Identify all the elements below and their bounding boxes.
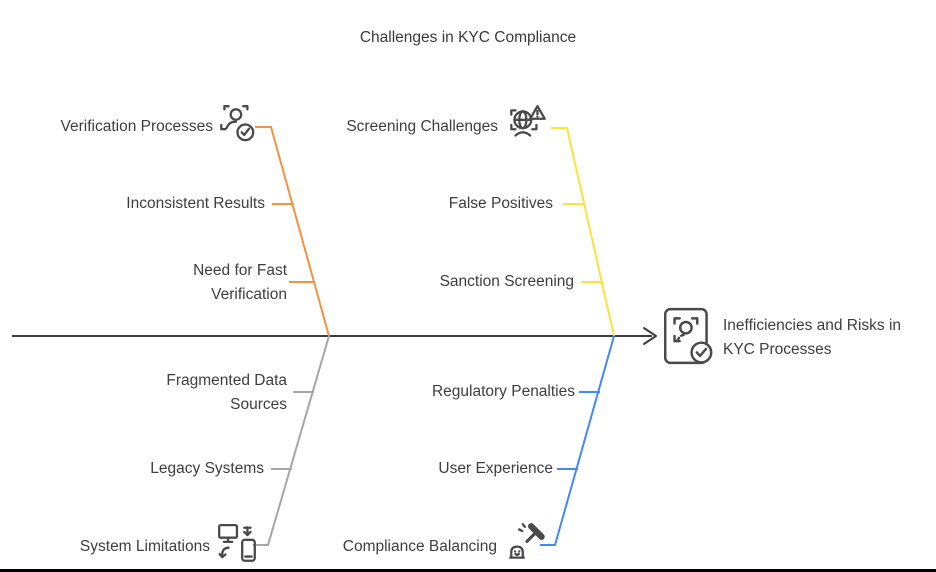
cause-label-false-positives: False Positives <box>448 194 553 212</box>
cause-label-fragmented-data-sources: Fragmented Data Sources <box>166 371 287 413</box>
gavel-icon <box>506 520 550 566</box>
branch-line-system <box>253 335 330 546</box>
branch-line-compliance <box>540 335 615 546</box>
bottom-border-line <box>0 569 936 572</box>
spine-arrowhead <box>643 327 657 345</box>
cause-label-user-experience: User Experience <box>438 459 553 477</box>
person-check-icon <box>216 102 260 148</box>
id-card-check-icon <box>662 306 716 368</box>
branch-label-verification-processes: Verification Processes <box>60 117 214 135</box>
cause-label-sanction-screening: Sanction Screening <box>439 272 574 290</box>
cause-label-regulatory-penalties: Regulatory Penalties <box>431 382 575 400</box>
globe-alert-icon <box>505 101 549 147</box>
devices-sync-icon <box>216 522 260 566</box>
effect-label: Inefficiencies and Risks in KYC Processe… <box>723 316 902 358</box>
branch-line-verification <box>255 126 330 337</box>
cause-label-inconsistent-results: Inconsistent Results <box>126 194 265 212</box>
branch-label-screening-challenges: Screening Challenges <box>346 117 498 135</box>
branch-label-compliance-balancing: Compliance Balancing <box>342 537 497 555</box>
diagram-title: Challenges in KYC Compliance <box>359 29 577 46</box>
branch-line-screening <box>551 127 615 337</box>
cause-label-need-for-fast-verification: Need for Fast Verification <box>193 261 287 303</box>
branch-label-system-limitations: System Limitations <box>79 537 210 555</box>
cause-label-legacy-systems: Legacy Systems <box>150 459 264 477</box>
